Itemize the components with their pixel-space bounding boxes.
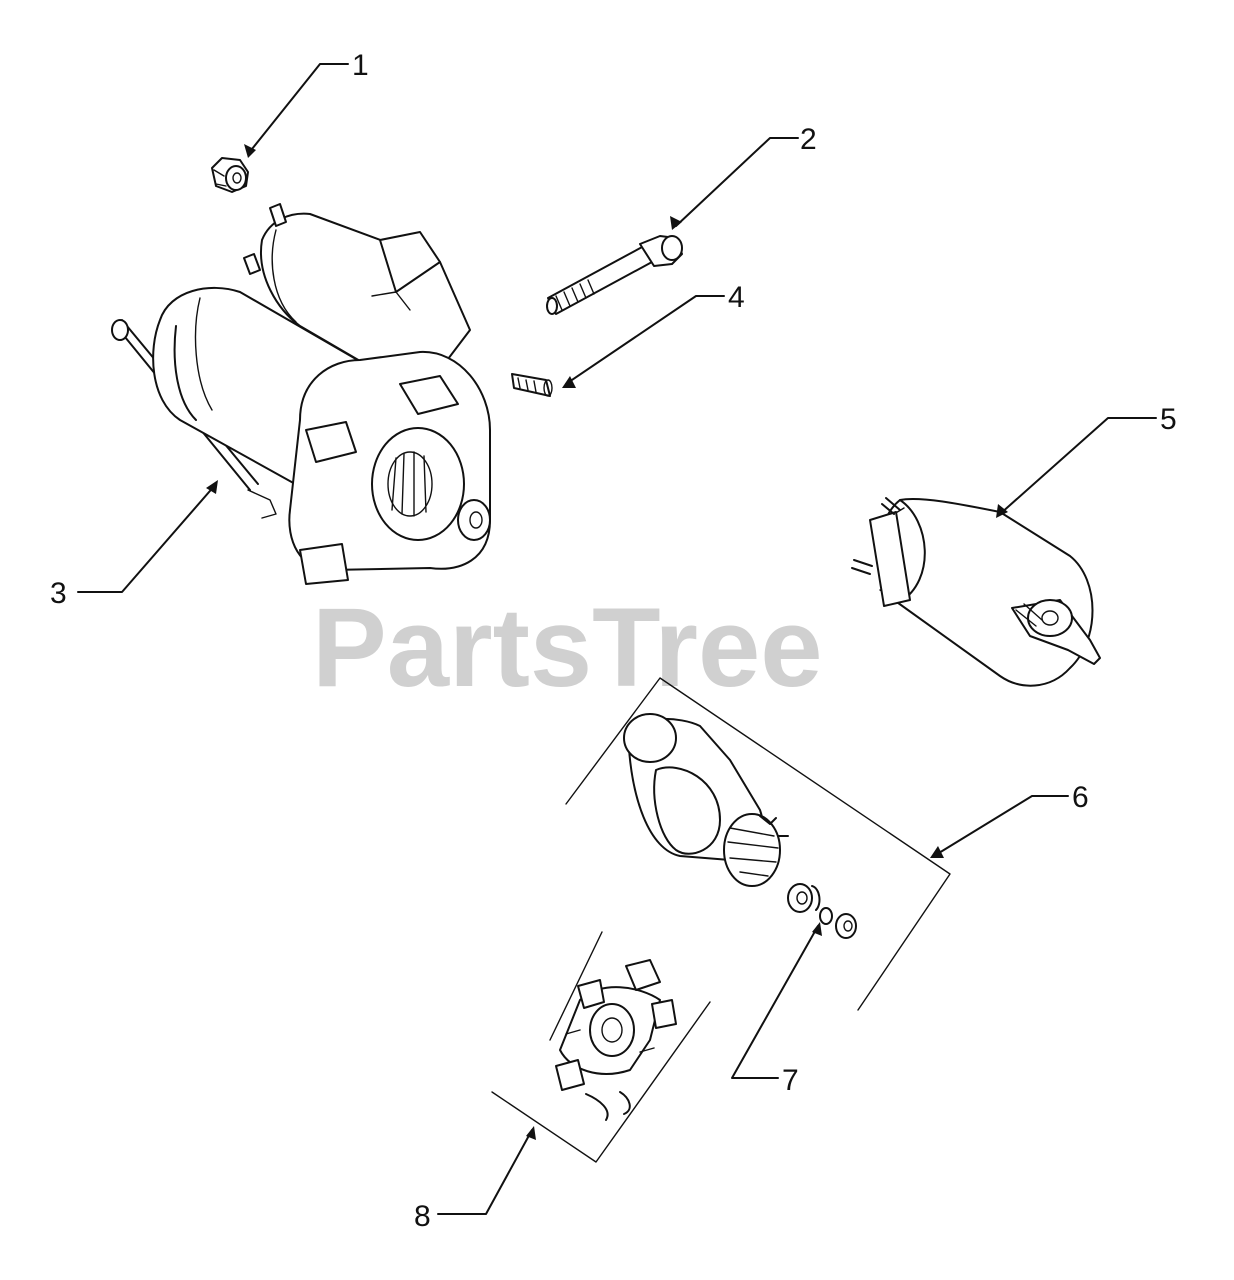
part-4-pin[interactable] [511, 373, 553, 397]
callout-label-1: 1 [352, 49, 369, 82]
callout-3[interactable]: 3 [50, 480, 218, 610]
part-5-solenoid[interactable] [851, 497, 1101, 687]
callout-label-7: 7 [782, 1064, 799, 1097]
callout-4[interactable]: 4 [562, 281, 745, 388]
part-6-drive-assembly[interactable] [565, 677, 951, 1011]
part-7-ring[interactable] [819, 907, 857, 939]
callout-label-4: 4 [728, 281, 745, 314]
callout-label-3: 3 [50, 577, 67, 610]
part-2-bolt[interactable] [546, 235, 683, 315]
part-8-brush-holder[interactable] [491, 931, 711, 1163]
callout-1[interactable]: 1 [244, 49, 369, 158]
callout-7[interactable]: 7 [731, 922, 822, 1097]
watermark-text: PartsTree [312, 585, 823, 710]
part-1-nut[interactable] [211, 157, 249, 193]
part-3-starter-motor[interactable] [111, 203, 491, 585]
watermark: PartsTree ™ [312, 585, 915, 710]
callout-6[interactable]: 6 [930, 781, 1089, 858]
callout-label-8: 8 [414, 1200, 431, 1233]
callout-label-6: 6 [1072, 781, 1089, 814]
callout-8[interactable]: 8 [414, 1126, 536, 1233]
callout-2[interactable]: 2 [670, 123, 817, 230]
callout-5[interactable]: 5 [996, 403, 1177, 518]
callout-label-5: 5 [1160, 403, 1177, 436]
callout-label-2: 2 [800, 123, 817, 156]
